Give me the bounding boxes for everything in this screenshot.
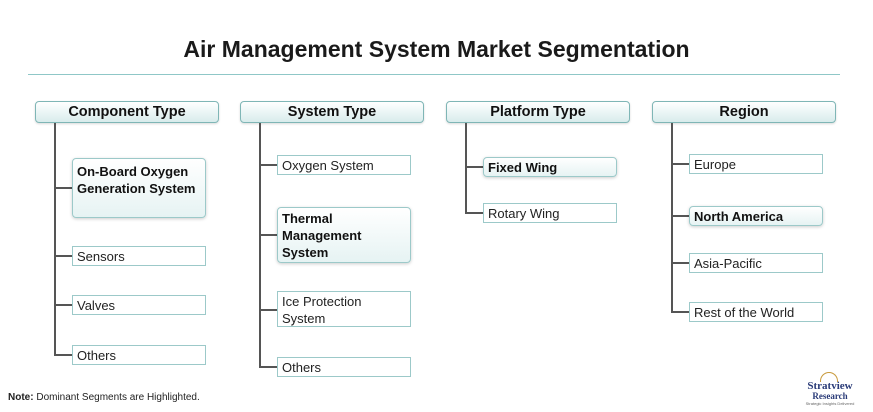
segment-item-thermal-management: Thermal Management System	[277, 207, 411, 263]
segment-item-asia-pacific: Asia-Pacific	[689, 253, 823, 273]
stratview-logo: Stratview Research Strategic Insights De…	[798, 372, 862, 406]
segment-item-others: Others	[72, 345, 206, 365]
segment-item-fixed-wing: Fixed Wing	[483, 157, 617, 177]
connector-branch	[259, 309, 277, 311]
column-header: Platform Type	[446, 101, 630, 123]
connector-line	[671, 123, 673, 312]
connector-branch	[671, 262, 689, 264]
segment-item-rotary-wing: Rotary Wing	[483, 203, 617, 223]
segment-item-valves: Valves	[72, 295, 206, 315]
connector-branch	[671, 311, 689, 313]
footnote-label: Note:	[8, 392, 34, 403]
connector-branch	[465, 166, 483, 168]
segment-item-europe: Europe	[689, 154, 823, 174]
connector-branch	[54, 354, 72, 356]
segment-item-ice-protection: Ice Protection System	[277, 291, 411, 327]
column-header: Region	[652, 101, 836, 123]
title-divider	[28, 74, 840, 75]
globe-icon	[820, 372, 838, 382]
connector-line	[465, 123, 467, 213]
segment-item-others: Others	[277, 357, 411, 377]
connector-branch	[54, 304, 72, 306]
column-header: System Type	[240, 101, 424, 123]
connector-branch	[465, 212, 483, 214]
connector-branch	[259, 164, 277, 166]
page-title: Air Management System Market Segmentatio…	[183, 36, 690, 62]
segment-item-rest-of-world: Rest of the World	[689, 302, 823, 322]
connector-branch	[671, 215, 689, 217]
column-header: Component Type	[35, 101, 219, 123]
footnote: Note: Dominant Segments are Highlighted.	[8, 392, 200, 403]
connector-branch	[671, 163, 689, 165]
connector-branch	[259, 234, 277, 236]
footnote-text: Dominant Segments are Highlighted.	[33, 392, 200, 403]
segment-item-oxygen-system: Oxygen System	[277, 155, 411, 175]
connector-branch	[259, 366, 277, 368]
connector-branch	[54, 187, 72, 189]
segment-item-on-board-oxygen: On-Board Oxygen Generation System	[72, 158, 206, 218]
connector-branch	[54, 255, 72, 257]
segment-item-north-america: North America	[689, 206, 823, 226]
connector-line	[54, 123, 56, 355]
connector-line	[259, 123, 261, 367]
segment-item-sensors: Sensors	[72, 246, 206, 266]
